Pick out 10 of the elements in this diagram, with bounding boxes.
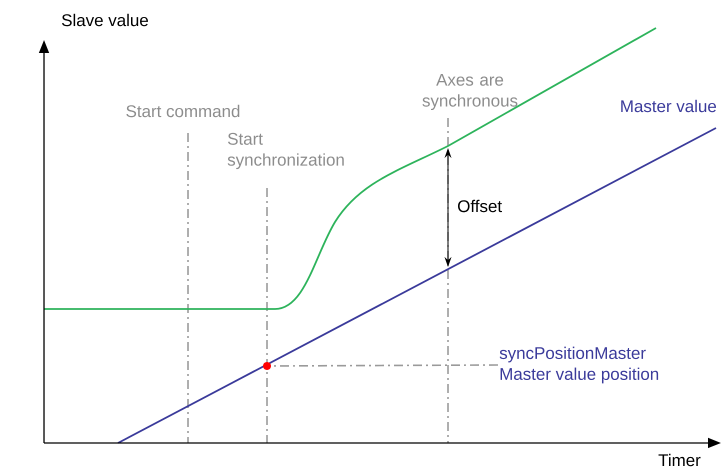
callout-text: syncPositionMaster Master value position bbox=[500, 346, 658, 384]
dimension-label: Offset bbox=[458, 200, 502, 212]
leader-line bbox=[271, 364, 498, 367]
line-label: Master value bbox=[621, 100, 716, 112]
axis-label: Timer bbox=[658, 454, 701, 466]
annotation-text: Axes are synchronous bbox=[422, 74, 518, 110]
annotation-text: Start command bbox=[126, 104, 240, 118]
position-dot bbox=[263, 362, 271, 370]
axis-label: Slave value bbox=[62, 14, 148, 26]
annotation-text: Start synchronization bbox=[228, 132, 344, 170]
